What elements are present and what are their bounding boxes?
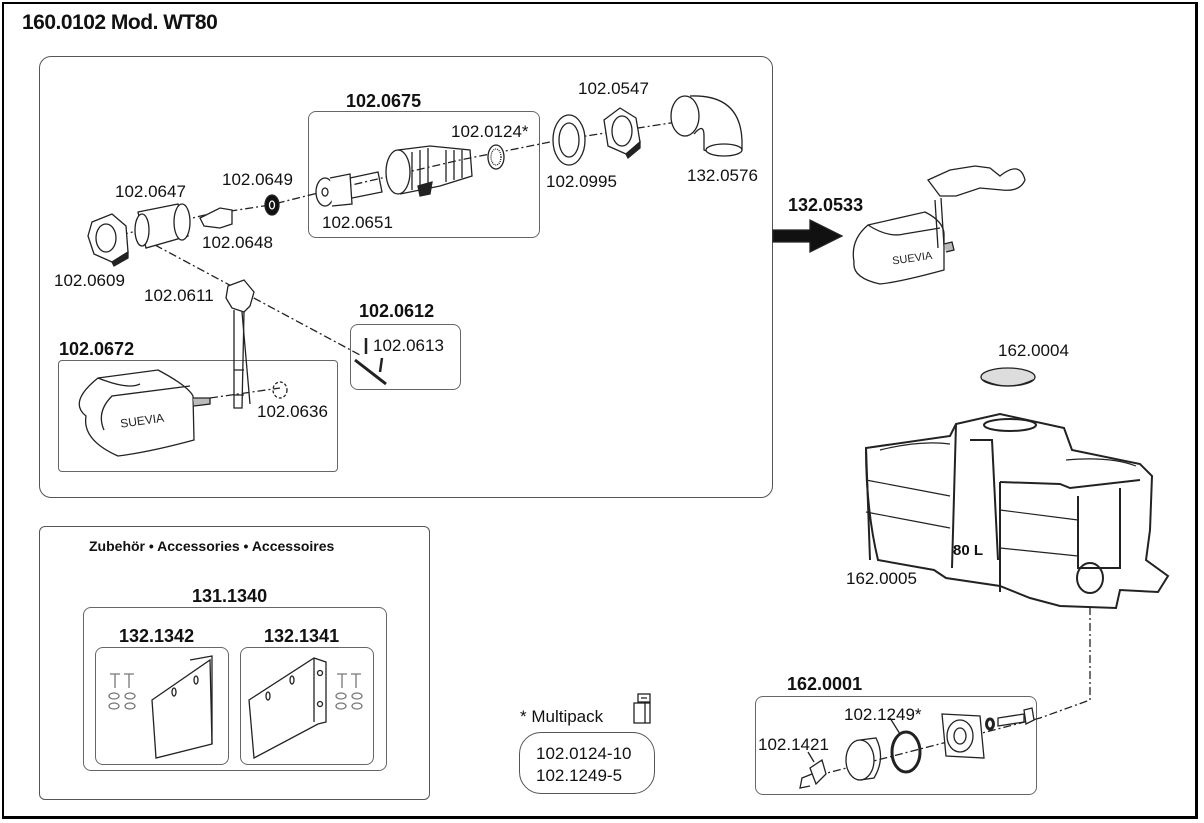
accessories-box — [39, 526, 430, 800]
group-box-102-0675 — [308, 111, 540, 238]
part-label-102-0609: 102.0609 — [54, 271, 125, 290]
trough-162-0005 — [864, 412, 1170, 610]
float-brand-text: SUEVIA — [119, 411, 165, 431]
hex-nut-102-0609 — [87, 213, 129, 267]
ring-102-0636 — [272, 381, 288, 399]
float-102-0672 — [78, 369, 211, 457]
accessory-box-132-1342 — [95, 647, 229, 765]
unit-brand-text: SUEVIA — [891, 250, 933, 268]
part-label-102-1421: 102.1421 — [758, 735, 829, 754]
complete-unit-132-0533 — [852, 165, 1026, 285]
part-label-102-0995: 102.0995 — [546, 172, 617, 191]
multipack-label: * Multipack — [520, 707, 604, 726]
part-label-102-0124: 102.0124* — [451, 122, 529, 141]
part-label-102-0613: 102.0613 — [373, 336, 444, 355]
drain-kit-box — [755, 696, 1037, 795]
drain-kit-parts — [799, 707, 1035, 789]
pins-102-0613 — [354, 338, 387, 386]
part-label-102-1249: 102.1249* — [844, 705, 922, 724]
part-label-102-0647: 102.0647 — [115, 182, 186, 201]
accessory-box-132-1341 — [240, 647, 374, 765]
group-label-102-0675: 102.0675 — [346, 91, 422, 111]
complete-unit-label: 132.0533 — [788, 195, 864, 215]
multipack-icon — [633, 693, 651, 724]
axis-line-clip — [154, 244, 361, 356]
trough-capacity: 80 L — [953, 542, 984, 559]
part-label-102-0547: 102.0547 — [578, 79, 649, 98]
washer-102-0649 — [264, 194, 280, 216]
main-assembly-box — [39, 56, 773, 498]
arrow-icon — [772, 218, 844, 254]
part-label-162-0004: 162.0004 — [998, 341, 1069, 360]
part-label-102-0636: 102.0636 — [257, 402, 328, 421]
bracket-132-1342 — [151, 655, 213, 759]
multipack-item: 102.1249-5 — [536, 766, 623, 785]
group-label-102-0672: 102.0672 — [59, 339, 135, 359]
accessory-label-132-1342: 132.1342 — [119, 626, 195, 646]
part-label-102-0611: 102.0611 — [144, 286, 214, 305]
sleeve-102-0647 — [134, 203, 191, 249]
lever-102-0611 — [225, 279, 255, 409]
accessory-set-label: 131.1340 — [192, 586, 268, 606]
part-label-102-0651: 102.0651 — [322, 213, 393, 232]
accessories-heading: Zubehör • Accessories • Accessoires — [89, 538, 335, 554]
valve-pin-102-0648 — [199, 207, 233, 229]
washer-small — [985, 717, 995, 731]
axis-line-drain — [799, 575, 1091, 781]
part-label-102-0648: 102.0648 — [202, 233, 273, 252]
bolt — [997, 713, 1025, 727]
bracket-132-1341 — [248, 657, 327, 760]
accessory-label-132-1341: 132.1341 — [264, 626, 340, 646]
axis-line-float — [209, 387, 281, 399]
multipack-box — [519, 732, 655, 794]
accessory-set-box — [83, 607, 387, 771]
nut-102-0547 — [603, 107, 641, 160]
diagram-title: 160.0102 Mod. WT80 — [22, 11, 218, 34]
valve-102-0651 — [315, 171, 383, 207]
group-label-102-0612: 102.0612 — [359, 301, 435, 321]
part-label-162-0005: 162.0005 — [846, 569, 917, 588]
elbow-132-0576 — [670, 95, 743, 157]
gasket-102-0995 — [552, 114, 586, 166]
lid-162-0004 — [980, 367, 1036, 387]
screws-set-2 — [335, 673, 363, 710]
wing-nut-102-1421 — [799, 758, 827, 789]
drain-kit-label: 162.0001 — [787, 674, 863, 694]
part-label-102-0649: 102.0649 — [222, 170, 293, 189]
part-label-132-0576: 132.0576 — [687, 166, 758, 185]
screws-set-1 — [108, 673, 136, 710]
oring-102-1249 — [890, 730, 922, 774]
drain-plate — [941, 713, 985, 759]
group-box-102-0672 — [58, 360, 338, 472]
multipack-item: 102.0124-10 — [536, 744, 632, 763]
cap-disc — [845, 739, 875, 781]
threaded-body-102-0675 — [385, 145, 473, 197]
group-box-102-0612 — [350, 324, 461, 390]
